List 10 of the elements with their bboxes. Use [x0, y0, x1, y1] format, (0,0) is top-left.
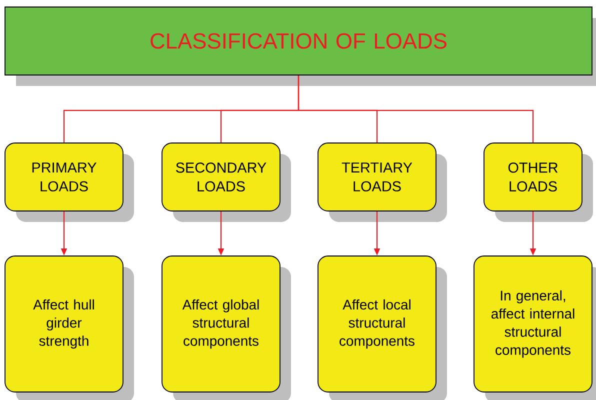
- description-box: Affect hull girder strength: [4, 256, 134, 400]
- title-box: CLASSIFICATION OF LOADS: [4, 6, 596, 86]
- category-box: PRIMARY LOADS: [4, 142, 134, 222]
- category-box: TERTIARY LOADS: [318, 142, 447, 222]
- category-box: OTHER LOADS: [484, 142, 593, 222]
- description-box: Affect global structural components: [162, 256, 291, 400]
- connector-line: [298, 75, 534, 143]
- description-box: Affect local structural components: [318, 256, 447, 400]
- category-box: SECONDARY LOADS: [162, 142, 291, 222]
- description-box: In general, affect internal structural components: [474, 256, 596, 400]
